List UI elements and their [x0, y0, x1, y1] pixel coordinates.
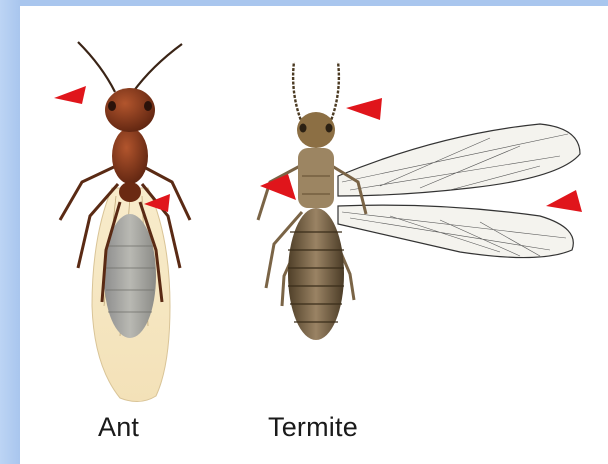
termite-antenna-pointer [346, 98, 382, 120]
termite-figure [258, 62, 582, 340]
ant-figure [54, 42, 190, 402]
ant-antenna-pointer [54, 86, 86, 104]
comparison-panel: Ant Termite [20, 6, 608, 464]
termite-wing-pointer [546, 190, 582, 212]
comparison-illustration [20, 6, 608, 464]
ant-label: Ant [98, 412, 139, 443]
termite-label: Termite [268, 412, 358, 443]
